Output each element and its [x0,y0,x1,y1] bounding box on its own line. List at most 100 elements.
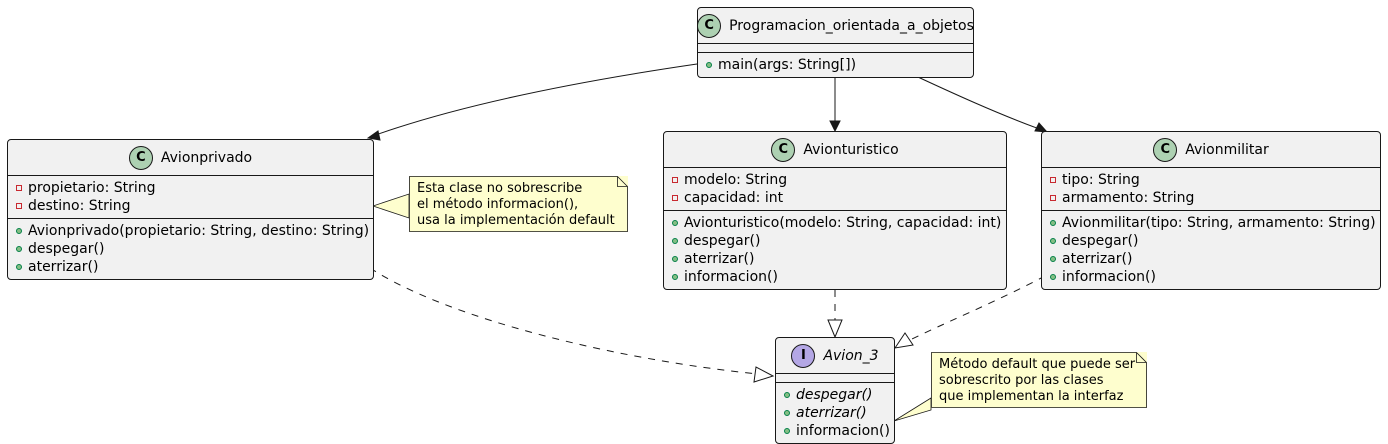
public-icon [782,386,791,404]
realization-avionprivado-to-avion3 [369,267,759,375]
method-text: Avionturistico(modelo: String, capacidad… [684,215,1002,231]
method-text: aterrizar() [684,251,755,267]
class-badge-icon: C [1153,137,1178,162]
method-row: aterrizar() [1048,250,1380,268]
field-row: modelo: String [670,171,1006,189]
private-icon [670,189,679,207]
class-header: C Avionturistico [664,132,1006,167]
methods-section: despegar() aterrizar() informacion() [776,382,894,443]
class-badge-icon: C [697,13,722,38]
class-header: C Programacion_orientada_a_objetos [697,8,974,43]
class-badge-icon: C [771,137,796,162]
method-row: Avionprivado(propietario: String, destin… [14,222,373,240]
note-line: que implementan la interfaz [939,389,1124,404]
method-row: aterrizar() [782,404,894,422]
class-avionmilitar[interactable]: C Avionmilitar tipo: String armamento: S… [1041,131,1381,290]
note-line: el método informacion(), [417,197,579,212]
method-text: despegar() [1062,233,1139,249]
public-icon [782,404,791,422]
public-icon [670,268,679,286]
private-icon [14,197,23,215]
realization-head-avionmilitar [893,332,914,349]
method-text: Avionprivado(propietario: String, destin… [28,223,370,239]
field-text: tipo: String [1062,172,1140,188]
method-text: informacion() [1062,269,1156,285]
note-line: usa la implementación default [417,213,615,228]
class-programacion-orientada-a-objetos[interactable]: C Programacion_orientada_a_objetos main(… [697,7,974,78]
class-header: C Avionprivado [8,140,373,175]
note-avionprivado: Esta clase no sobrescribe el método info… [409,176,628,232]
field-row: propietario: String [14,179,373,197]
method-text: informacion() [684,269,778,285]
method-row: Avionturistico(modelo: String, capacidad… [670,214,1006,232]
field-text: capacidad: int [684,190,784,206]
note-connector-privado [371,193,410,219]
method-text: despegar() [28,241,105,257]
method-text: aterrizar() [28,259,99,275]
method-row: main(args: String[]) [704,56,973,74]
private-icon [670,171,679,189]
methods-section: Avionturistico(modelo: String, capacidad… [664,210,1006,289]
private-icon [1048,189,1057,207]
class-name: Avionmilitar [1185,141,1269,158]
method-row: despegar() [782,386,894,404]
field-row: capacidad: int [670,189,1006,207]
private-icon [14,179,23,197]
interface-avion-3[interactable]: I Avion_3 despegar() aterrizar() informa… [775,337,895,444]
field-text: destino: String [28,198,131,214]
method-row: informacion() [670,268,1006,286]
realization-avionmilitar-to-avion3 [909,275,1046,341]
interface-name: Avion_3 [823,347,879,364]
method-row: despegar() [1048,232,1380,250]
class-avionprivado[interactable]: C Avionprivado propietario: String desti… [7,139,374,280]
private-icon [1048,171,1057,189]
method-text: despegar() [684,233,761,249]
field-text: propietario: String [28,180,156,196]
note-line: Método default que puede ser [939,357,1136,372]
abstract-method-text: despegar() [796,387,873,403]
class-name: Avionturistico [803,141,899,158]
method-text: main(args: String[]) [718,57,857,73]
interface-badge-icon: I [791,343,816,368]
fields-section: tipo: String armamento: String [1042,167,1380,210]
method-text: Avionmilitar(tipo: String, armamento: St… [1062,215,1376,231]
public-icon [670,250,679,268]
fields-section: modelo: String capacidad: int [664,167,1006,210]
class-avionturistico[interactable]: C Avionturistico modelo: String capacida… [663,131,1007,290]
note-shape [409,176,628,232]
arrowhead-avionprivado [366,130,381,141]
interface-header: I Avion_3 [776,338,894,373]
method-row: Avionmilitar(tipo: String, armamento: St… [1048,214,1380,232]
method-row: aterrizar() [14,258,373,276]
field-text: modelo: String [684,172,788,188]
public-icon [14,222,23,240]
public-icon [782,422,791,440]
class-badge-icon: C [128,145,153,170]
public-icon [1048,214,1057,232]
public-icon [14,240,23,258]
method-row: informacion() [782,422,894,440]
field-row: tipo: String [1048,171,1380,189]
class-header: C Avionmilitar [1042,132,1380,167]
public-icon [1048,268,1057,286]
public-icon [704,56,713,74]
fields-section [698,43,973,52]
realization-head-avionprivado [753,366,775,383]
method-row: informacion() [1048,268,1380,286]
fields-section: propietario: String destino: String [8,175,373,218]
field-row: destino: String [14,197,373,215]
methods-section: Avionprivado(propietario: String, destin… [8,218,373,279]
public-icon [670,232,679,250]
note-line: Esta clase no sobrescribe [417,181,583,196]
class-name: Avionprivado [160,149,253,166]
public-icon [670,214,679,232]
public-icon [14,258,23,276]
method-text: aterrizar() [1062,251,1133,267]
association-main-to-avionmilitar [904,70,1046,132]
class-name: Programacion_orientada_a_objetos [729,17,974,34]
public-icon [1048,232,1057,250]
realization-head-avionturistico [827,319,843,339]
note-line: sobrescrito por las clases [939,373,1104,388]
method-row: despegar() [14,240,373,258]
